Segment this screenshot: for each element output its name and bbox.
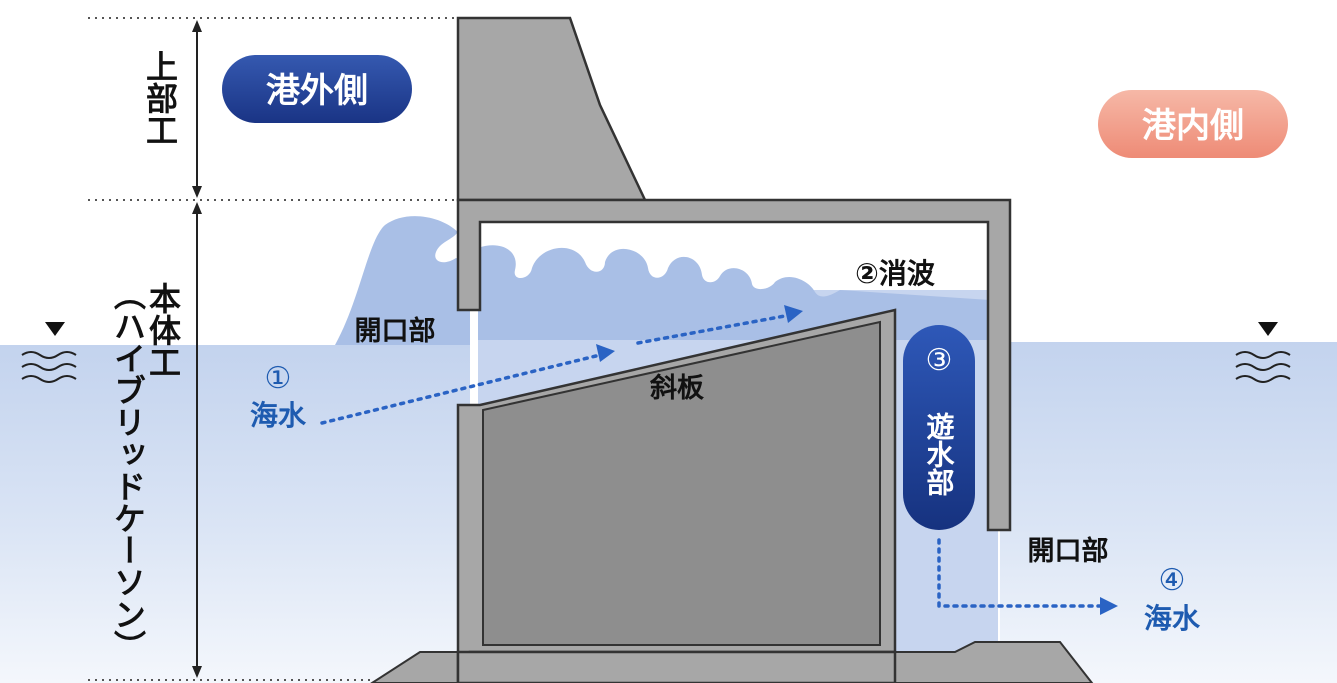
incoming-wave: [335, 216, 470, 345]
hybrid-caisson-label: （ハイブリッドケーソン）: [109, 278, 147, 662]
dim-body-arrow-top: [192, 202, 202, 214]
water-level-triangle-icon: [45, 322, 65, 336]
water-waves-icon: [21, 351, 77, 383]
dim-upper-arrow-bottom: [192, 186, 202, 198]
flow-arrow-icon: [320, 313, 1102, 608]
sea-inside: [1000, 342, 1337, 683]
caisson-bottom: [456, 650, 897, 683]
step3-number: ③: [926, 343, 953, 378]
inside-badge: [1098, 90, 1288, 158]
chamber-roof: [456, 198, 1012, 532]
step1-text: 海水: [250, 399, 307, 432]
opening-left-label: 開口部: [355, 315, 436, 347]
flow-arrow-head-2: [784, 305, 803, 323]
step3-text: 遊水部: [923, 411, 956, 496]
water-waves-icon: [1235, 351, 1291, 383]
dim-body-arrow-bottom: [192, 666, 202, 678]
water-level-triangle-icon: [1258, 322, 1278, 336]
caisson-cell: [482, 320, 881, 646]
step2-text: ②消波: [855, 257, 936, 290]
dim-upper-arrow-top: [192, 20, 202, 32]
upper-structure-label: 上部工: [141, 50, 179, 146]
main-body-label: 本体工: [144, 282, 182, 378]
foundation-slab-right: [894, 641, 1094, 683]
flow-arrow-head-3: [1100, 597, 1118, 615]
step1-number: ①: [265, 361, 292, 396]
outside-badge: [222, 55, 412, 123]
pool-badge: [903, 325, 975, 530]
step4-text: 海水: [1144, 602, 1201, 635]
slope-plate-label: 斜板: [649, 373, 704, 404]
outside-port-label: 港外側: [266, 71, 368, 111]
upper-parapet: [456, 16, 647, 202]
opening-right-label: 開口部: [1028, 535, 1109, 567]
sea-outside: [0, 345, 470, 683]
step4-number: ④: [1159, 563, 1186, 598]
inside-port-label: 港内側: [1142, 106, 1244, 146]
flow-arrow-head-1: [596, 344, 615, 362]
